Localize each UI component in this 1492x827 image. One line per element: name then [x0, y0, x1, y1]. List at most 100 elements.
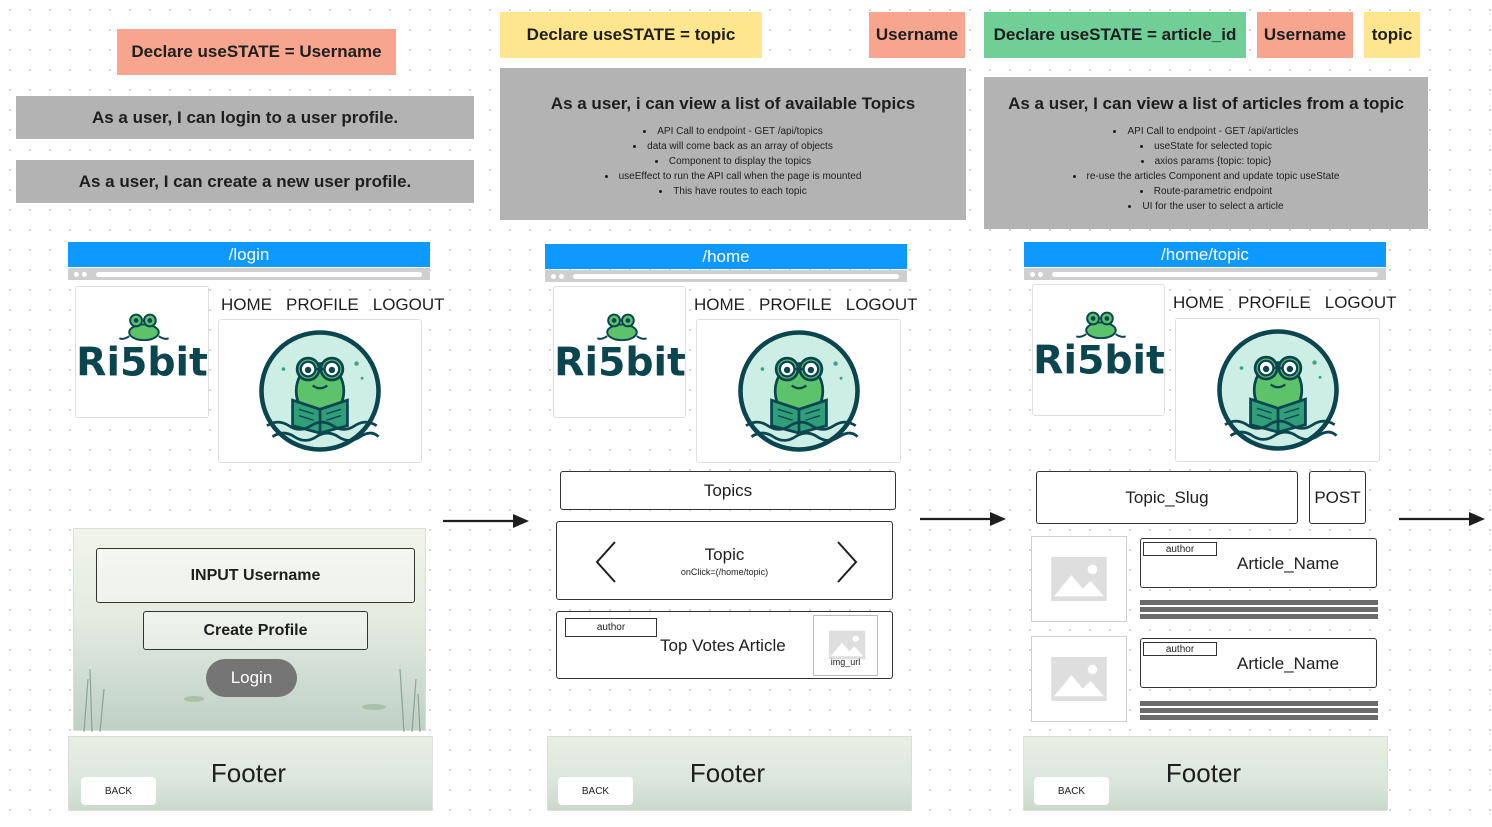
story-create-text: As a user, I can create a new user profi…	[78, 171, 412, 191]
back-button-home[interactable]: BACK	[558, 777, 633, 805]
window-dot	[82, 271, 87, 277]
logo-card-login	[75, 286, 209, 418]
mascot-card-login	[218, 319, 422, 463]
topic-slug-header: Topic_Slug	[1036, 471, 1298, 524]
url-bar-login[interactable]: /login	[68, 242, 430, 267]
img-url-label: img_url	[830, 657, 861, 667]
address-bar	[1052, 271, 1378, 277]
story-articles-bullets: API Call to endpoint - GET /api/articles…	[1073, 124, 1340, 214]
article-name-2: Article_Name	[1237, 654, 1340, 673]
chevron-right-icon[interactable]	[834, 540, 860, 584]
nav-logout[interactable]: LOGOUT	[845, 295, 918, 314]
text-line	[1140, 614, 1378, 619]
address-bar	[573, 273, 899, 279]
text-line	[1140, 600, 1378, 605]
article-text-lines-2	[1140, 701, 1378, 722]
frog-mascot-icon	[1214, 326, 1342, 454]
frog-mascot-icon	[256, 327, 384, 455]
story-login-text: As a user, I can login to a user profile…	[91, 107, 399, 127]
footer-label: Footer	[689, 758, 766, 788]
topic-carousel[interactable]: Topic onClick=(/home/topic)	[556, 521, 893, 600]
image-placeholder-icon	[1050, 556, 1108, 602]
story-topics-title: As a user, i can view a list of availabl…	[550, 94, 916, 113]
nav-home[interactable]: HOME	[694, 295, 745, 314]
browser-chrome-login	[68, 268, 430, 280]
window-dot	[551, 273, 556, 279]
flow-arrow-1	[443, 514, 529, 528]
bullet: This have routes to each topic	[605, 184, 862, 199]
sticky-declare-topic: Declare useSTATE = topic	[500, 12, 762, 58]
topic-onclick-note: onClick=(/home/topic)	[680, 566, 769, 577]
back-button-topic[interactable]: BACK	[1034, 777, 1109, 805]
bullet: axios params {topic: topic}	[1073, 154, 1340, 169]
logo-card-topic	[1032, 284, 1165, 416]
window-dot	[1030, 271, 1035, 277]
image-placeholder-icon	[828, 630, 866, 660]
reeds-decoration	[83, 668, 421, 732]
author-tag: author	[1143, 542, 1217, 556]
mascot-card-home	[696, 319, 901, 463]
window-dot	[74, 271, 79, 277]
address-bar	[96, 271, 422, 277]
story-topics-bullets: API Call to endpoint - GET /api/topics d…	[605, 124, 862, 199]
window-dot	[1038, 271, 1043, 277]
sticky-username: Username	[869, 12, 965, 58]
url-bar-home[interactable]: /home	[545, 244, 907, 269]
topic-label: Topic	[704, 544, 745, 564]
post-button[interactable]: POST	[1309, 471, 1366, 524]
nav-home[interactable]: HOME	[1173, 293, 1224, 312]
bullet: useEffect to run the API call when the p…	[605, 169, 862, 184]
nav-profile[interactable]: PROFILE	[1238, 293, 1311, 312]
bullet: re-use the articles Component and update…	[1073, 169, 1340, 184]
url-bar-topic[interactable]: /home/topic	[1024, 242, 1386, 267]
nav-home[interactable]: HOME	[221, 295, 272, 314]
window-dot	[559, 273, 564, 279]
nav-topic: HOME PROFILE LOGOUT	[1173, 293, 1397, 313]
image-placeholder-icon	[1050, 656, 1108, 702]
topics-header: Topics	[560, 471, 896, 510]
logo-icon	[554, 287, 686, 417]
input-username[interactable]: INPUT Username	[96, 548, 415, 603]
browser-chrome-home	[545, 270, 907, 282]
article-image-1	[1031, 536, 1127, 622]
article-text-lines-1	[1140, 600, 1378, 621]
logo-card-home	[553, 286, 686, 418]
bullet: API Call to endpoint - GET /api/topics	[605, 124, 862, 139]
logo-icon	[1033, 285, 1165, 415]
sticky-declare-username: Declare useSTATE = Username	[117, 29, 396, 75]
sticky-username-2: Username	[1257, 12, 1353, 58]
author-tag: author	[565, 618, 657, 637]
article-image-2	[1031, 636, 1127, 722]
story-login: As a user, I can login to a user profile…	[16, 96, 474, 139]
text-line	[1140, 715, 1378, 720]
back-button-login[interactable]: BACK	[81, 777, 156, 805]
bullet: Route-parametric endpoint	[1073, 184, 1340, 199]
flow-arrow-3	[1399, 512, 1485, 526]
bullet: UI for the user to select a article	[1073, 199, 1340, 214]
bullet: API Call to endpoint - GET /api/articles	[1073, 124, 1340, 139]
login-button[interactable]: Login	[206, 659, 297, 697]
nav-login: HOME PROFILE LOGOUT	[221, 295, 445, 315]
footer-label: Footer	[1165, 758, 1242, 788]
footer-label: Footer	[210, 758, 287, 788]
bullet: Component to display the topics	[605, 154, 862, 169]
nav-logout[interactable]: LOGOUT	[372, 295, 445, 314]
browser-chrome-topic	[1024, 268, 1386, 280]
sticky-declare-article-id: Declare useSTATE = article_id	[984, 12, 1246, 58]
story-topics: As a user, i can view a list of availabl…	[500, 68, 966, 220]
nav-profile[interactable]: PROFILE	[286, 295, 359, 314]
nav-home: HOME PROFILE LOGOUT	[694, 295, 918, 315]
create-profile-button[interactable]: Create Profile	[143, 611, 368, 650]
chevron-left-icon[interactable]	[593, 540, 619, 584]
sticky-topic: topic	[1364, 12, 1420, 58]
nav-profile[interactable]: PROFILE	[759, 295, 832, 314]
flow-arrow-2	[920, 512, 1006, 526]
text-line	[1140, 708, 1378, 713]
bullet: useState for selected topic	[1073, 139, 1340, 154]
mascot-card-topic	[1175, 318, 1380, 462]
story-articles-title: As a user, I can view a list of articles…	[1008, 94, 1404, 113]
story-create: As a user, I can create a new user profi…	[16, 160, 474, 203]
top-votes-article-title: Top Votes Article	[660, 636, 786, 655]
story-articles: As a user, I can view a list of articles…	[984, 77, 1428, 229]
nav-logout[interactable]: LOGOUT	[1324, 293, 1397, 312]
